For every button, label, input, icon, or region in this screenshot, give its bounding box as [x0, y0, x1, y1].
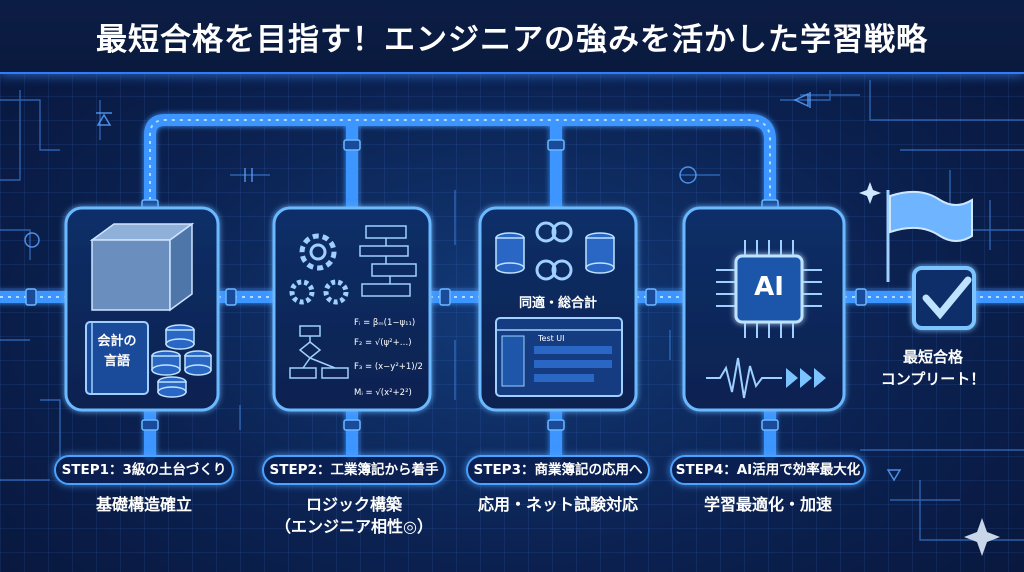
step4-caption: 学習最適化・加速 — [670, 494, 866, 516]
formula-1: Fᵢ = βₘ(1−ψ₁₁) — [354, 318, 416, 328]
goal-text: 最短合格 コンプリート！ — [868, 346, 998, 390]
flowchart-icon — [289, 225, 417, 379]
book-icon — [85, 321, 149, 395]
formula-4: Mᵢ = √(x²+2²) — [354, 388, 412, 398]
gear-icon — [289, 233, 349, 305]
goal-line1: 最短合格 — [902, 348, 963, 366]
step3-caption-line1: 応用・ネット試験対応 — [477, 495, 638, 514]
checkbox-icon — [912, 266, 976, 330]
ai-chip-icon — [716, 240, 822, 338]
step3-panel-text: 同適・総合計 — [518, 296, 597, 311]
fast-forward-icon — [786, 368, 826, 388]
formula-2: F₂ = √(ψ²+…) — [354, 338, 412, 348]
step4-label: STEP4：AI活用で効率最大化 — [670, 455, 866, 485]
flag-icon — [886, 190, 973, 282]
step1-label: STEP1：3級の土台づくり — [54, 455, 234, 485]
linked-database-icon — [495, 232, 615, 274]
sparkle-icon — [859, 182, 881, 204]
formula-3: F₃ = (x−y²+1)/2 — [354, 362, 423, 372]
ai-chip-label: AI — [754, 272, 784, 302]
goal-line2: コンプリート！ — [880, 370, 986, 388]
concrete-block-icon — [89, 222, 195, 312]
book-title-line1: 会計の — [97, 334, 137, 349]
step2-caption: ロジック構築 （エンジニア相性◎） — [262, 494, 446, 538]
step2-caption-line1: ロジック構築 — [305, 495, 402, 514]
step3-caption: 応用・ネット試験対応 — [466, 494, 650, 516]
circuit-symbols — [24, 92, 902, 482]
database-icon — [151, 324, 212, 398]
step4-caption-line1: 学習最適化・加速 — [703, 495, 832, 514]
book-title-line2: 言語 — [103, 354, 130, 369]
browser-window-title: Test UI — [538, 334, 565, 343]
waveform-icon — [706, 357, 782, 399]
step3-label: STEP3：商業簿記の応用へ — [466, 455, 650, 485]
step2-caption-line2: （エンジニア相性◎） — [275, 517, 433, 536]
sparkle-icon — [964, 518, 1000, 556]
step2-label: STEP2：工業簿記から着手 — [262, 455, 446, 485]
browser-window-icon — [495, 317, 623, 397]
step1-caption-line1: 基礎構造確立 — [95, 495, 192, 514]
title-bar: 最短合格を目指す！エンジニアの強みを活かした学習戦略 — [0, 0, 1024, 74]
step1-caption: 基礎構造確立 — [54, 494, 234, 516]
page-title: 最短合格を目指す！エンジニアの強みを活かした学習戦略 — [96, 22, 928, 58]
